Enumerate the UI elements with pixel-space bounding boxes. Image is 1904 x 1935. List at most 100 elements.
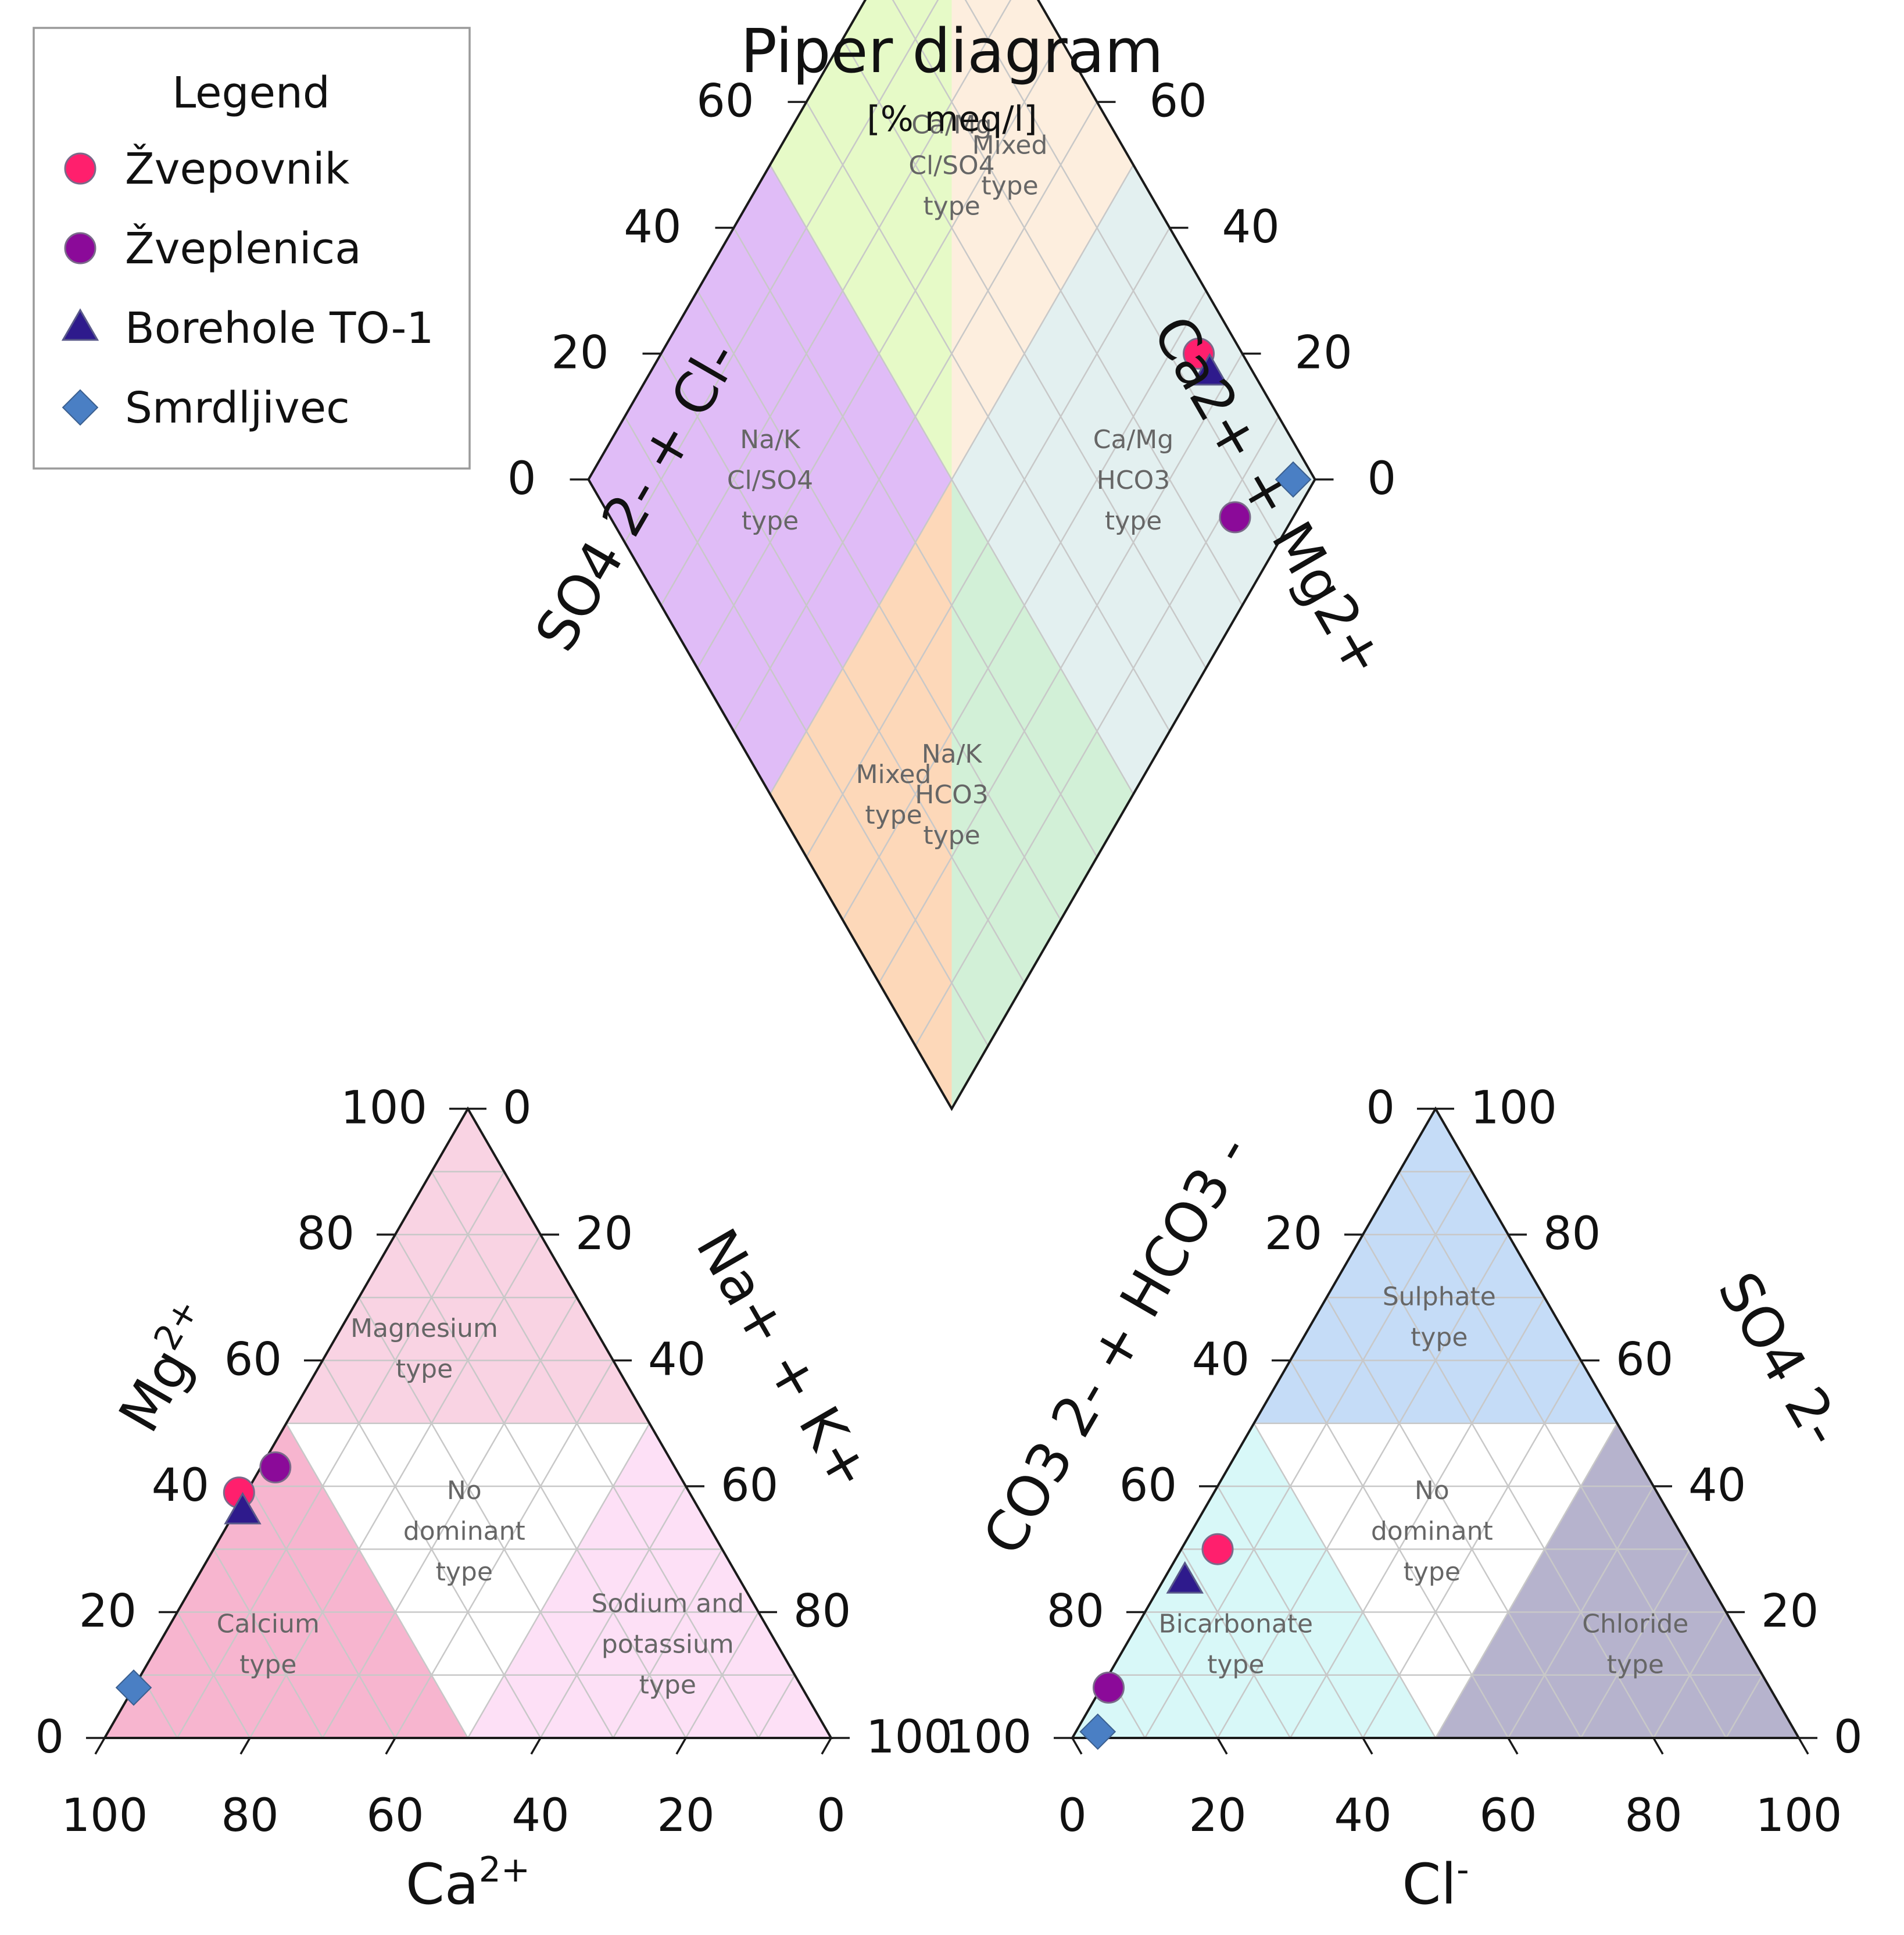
mg-axis-tick-label: 0 (35, 1711, 64, 1764)
so4-axis-title: SO4 2- (1705, 1261, 1856, 1457)
zone-na-k-cl-so4-label: Cl/SO4 (727, 466, 813, 495)
so4-cl-axis-tick-label: 80 (769, 0, 826, 2)
chart-subtitle: [% meq/l] (867, 99, 1037, 140)
anion-grid-line (1326, 1297, 1582, 1739)
cl-axis-tick (1362, 1737, 1373, 1755)
zone-no-dominant-label: dominant (403, 1516, 525, 1546)
cation-data-point (259, 1451, 292, 1483)
cation-grid-line (285, 1423, 469, 1739)
zone-mixed-upper-label: Mixed (972, 131, 1048, 160)
cl-axis-tick-label: 60 (1479, 1790, 1537, 1842)
ca-axis-tick (821, 1737, 832, 1755)
legend-title: Legend (172, 68, 330, 118)
zone-sulphate-label: type (1411, 1323, 1468, 1353)
zone-label-layer: MagnesiumtypeNodominanttypeCalciumtypeSo… (217, 110, 1689, 1700)
zone-ca-mg-hco3-label: type (1105, 506, 1162, 536)
anion-data-point (1093, 1671, 1125, 1704)
cation-grid-line (467, 1423, 650, 1739)
zone-bicarbonate-label: Bicarbonate (1158, 1609, 1313, 1639)
anion-grid-line (1398, 1171, 1727, 1739)
ca-axis-tick-label: 100 (62, 1790, 148, 1842)
co3-hco3-axis-tick-label: 20 (1265, 1208, 1322, 1260)
zone-chloride-label: Chloride (1582, 1609, 1688, 1639)
zone-na-k-hco3-label: type (923, 821, 980, 850)
anion-grid-line (1253, 1423, 1437, 1739)
nak-axis-tick-label: 100 (866, 1711, 953, 1764)
zone-ca-mg-hco3-label: Ca/Mg (1093, 425, 1173, 455)
cl-axis-tick-label: 80 (1624, 1790, 1682, 1842)
cation-grid-line (757, 1675, 796, 1739)
so4-cl-axis-tick-label: 20 (551, 327, 609, 379)
nak-axis-tick-label: 40 (648, 1334, 706, 1386)
ca-axis-tick (385, 1737, 396, 1755)
legend-entry-label: Borehole TO-1 (125, 303, 434, 353)
mg-axis-title: Mg2+ (104, 1292, 230, 1443)
cation-grid-line (321, 1297, 578, 1739)
legend-marker (61, 308, 99, 341)
so4-axis-tick-label: 60 (1616, 1334, 1673, 1386)
cation-grid-line (431, 1171, 760, 1739)
nak-axis-title: Na+ + K+ (683, 1218, 884, 1500)
tick-layer: 100 80 60 40 20 0 0 20 40 60 80 100 0 20 40 60 80 100 0 20 4… (35, 0, 1862, 1842)
grid-layer (140, 0, 1763, 1739)
nak-axis-tick-label: 20 (575, 1208, 633, 1260)
zone-bicarbonate-label: type (1207, 1650, 1264, 1680)
mg-axis-tick-label: 100 (341, 1082, 427, 1135)
mg-axis-tick-label: 40 (152, 1460, 209, 1512)
nak-axis-tick-label: 80 (793, 1586, 851, 1638)
zone-fill-magnesium (286, 1108, 650, 1423)
ca-mg-axis-tick-label: 0 (1368, 453, 1397, 505)
anion-grid-line (1362, 1234, 1655, 1739)
nak-axis-tick-label: 60 (721, 1460, 778, 1512)
legend-entry-label: Žvepovnik (125, 143, 350, 194)
so4-cl-axis-tick-label: 0 (507, 453, 536, 505)
zone-ca-mg-hco3-label: HCO3 (1097, 466, 1170, 495)
ca-axis-tick-label: 40 (511, 1790, 569, 1842)
ca-axis-tick (239, 1737, 251, 1755)
so4-cl-axis-tick-label: 40 (624, 201, 681, 253)
ca-axis-tick (675, 1737, 687, 1755)
diamond-data-point (1219, 501, 1251, 534)
co3-hco3-axis-tick-label: 100 (945, 1711, 1032, 1764)
so4-axis-tick-label: 0 (1834, 1711, 1863, 1764)
zone-fill-sodium-potassium (468, 1423, 831, 1738)
cation-grid-line (249, 1234, 542, 1739)
so4-axis-tick-label: 80 (1543, 1208, 1601, 1260)
zone-ca-mg-cl-so4-label: type (923, 192, 980, 221)
zone-sodium-potassium-label: Sodium and (592, 1589, 745, 1619)
cation-grid-line (394, 1234, 687, 1739)
zone-fill-calcium (105, 1423, 468, 1738)
anion-data-point (1079, 1713, 1116, 1750)
cl-axis-tick-label: 0 (1058, 1790, 1087, 1842)
ca-axis-tick-label: 0 (817, 1790, 846, 1842)
zone-na-k-hco3-label: Na/K (922, 739, 983, 769)
zone-ca-mg-cl-so4-label: Ca/Mg (911, 110, 992, 140)
so4-axis-tick-label: 20 (1761, 1586, 1819, 1638)
diamond-grid-line (806, 101, 1171, 732)
cation-data-point (115, 1669, 152, 1706)
data-point-layer (115, 337, 1312, 1750)
anion-grid-line (1144, 1171, 1473, 1739)
zone-no-dominant-anion-label: type (1404, 1557, 1461, 1587)
anion-triangle-outline (1070, 1106, 1801, 1739)
legend-entry-label: Žveplenica (125, 223, 362, 274)
anion-grid-line (1434, 1423, 1618, 1739)
anion-data-point (1166, 1561, 1204, 1594)
cl-axis-tick-label: 40 (1334, 1790, 1391, 1842)
diamond-grid-line (624, 0, 939, 543)
cl-axis-tick (1798, 1737, 1809, 1755)
outline-layer (102, 0, 1801, 1739)
cl-axis-tick (1071, 1737, 1083, 1755)
ca-mg-axis-tick-label: 20 (1295, 327, 1352, 379)
co3-hco3-axis-tick-label: 60 (1119, 1460, 1177, 1512)
co3-hco3-axis-tick-label: 0 (1366, 1082, 1395, 1135)
cl-axis-tick-label: 20 (1189, 1790, 1246, 1842)
ca-axis-tick (94, 1737, 106, 1755)
zone-mixed-upper-label: type (981, 171, 1038, 201)
zone-calcium-label: Calcium (217, 1609, 320, 1639)
diamond-grid-line (733, 101, 1098, 732)
cation-grid-line (176, 1171, 505, 1739)
zone-chloride-label: type (1607, 1650, 1664, 1680)
legend-entry-label: Smrdljivec (125, 383, 350, 433)
